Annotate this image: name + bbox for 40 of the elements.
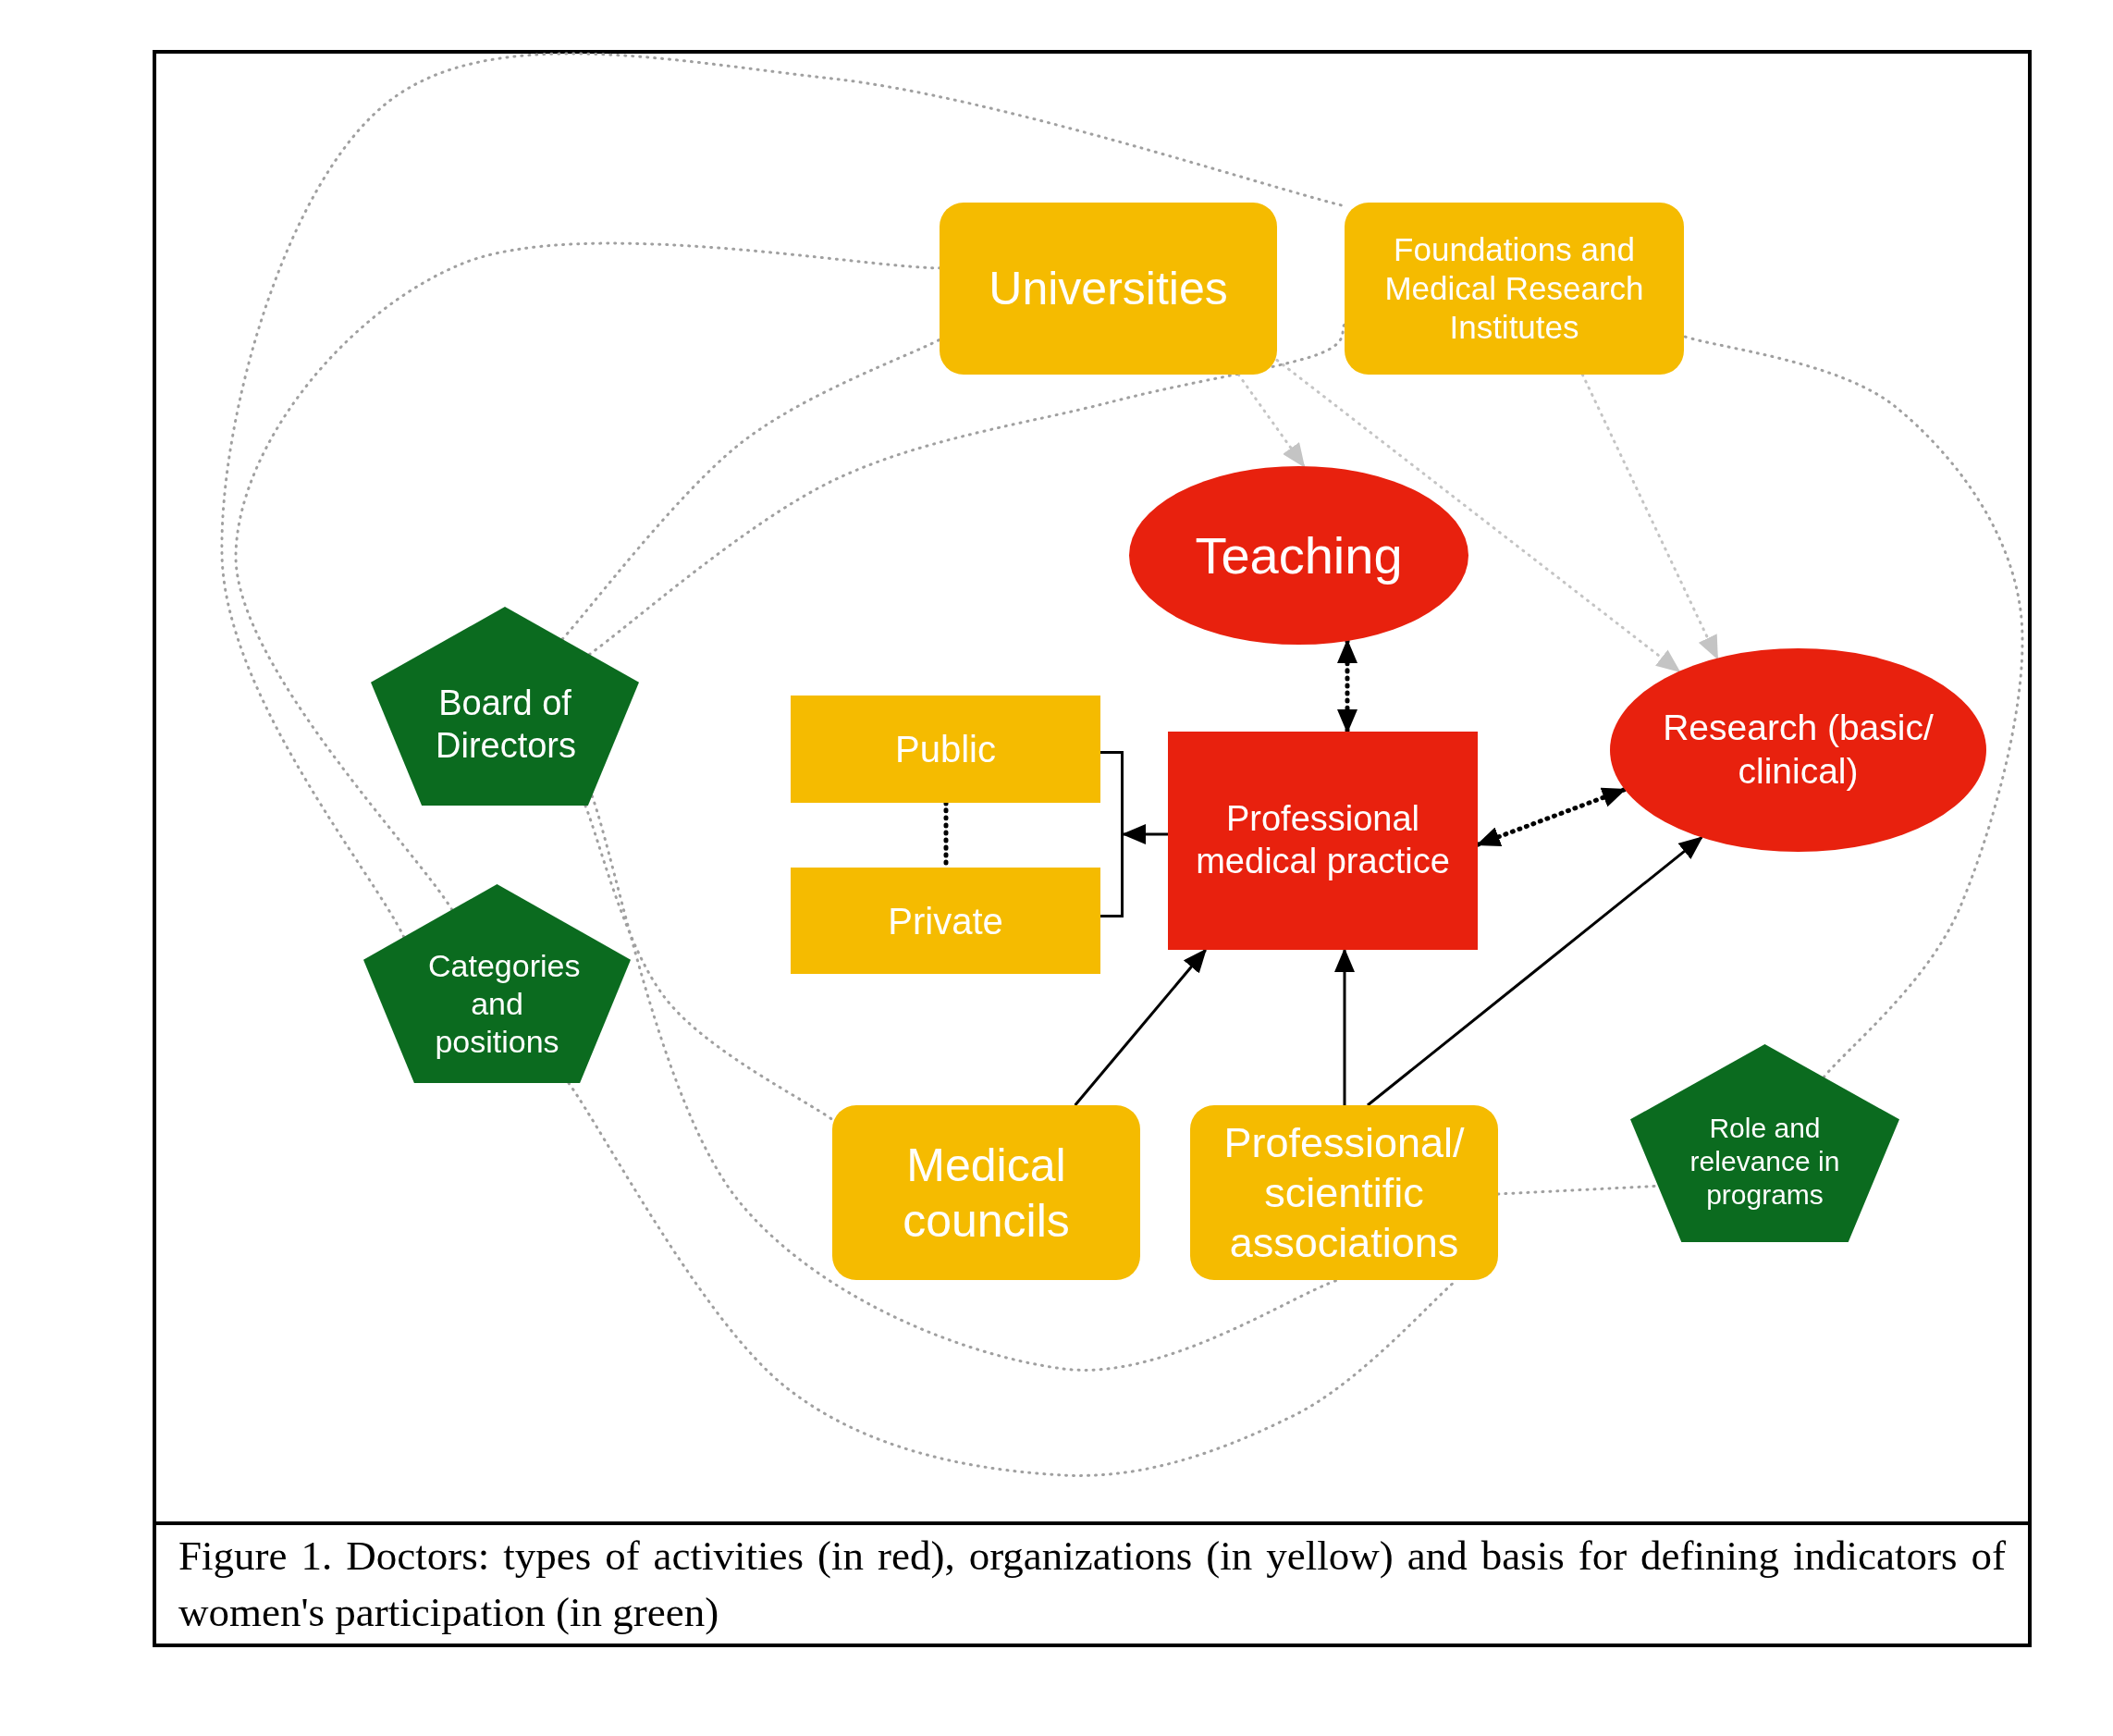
arrow — [1367, 836, 1703, 1107]
dotted-curve — [560, 338, 941, 641]
node-label: Medical councils — [902, 1138, 1071, 1249]
caption: Figure 1. Doctors: types of activities (in red), organizations (in yellow) and basis for defining indicators of women's participation (in green) — [178, 1532, 2006, 1637]
organization-box — [791, 696, 1100, 803]
node-label: Universities — [988, 262, 1229, 316]
indicator-pentagon — [363, 884, 631, 1083]
arrow — [1074, 948, 1207, 1106]
dotted-curve — [584, 804, 834, 1121]
node-label: Teaching — [1194, 524, 1404, 586]
arrow — [1580, 373, 1719, 660]
node-label: Role and relevance in programs — [1689, 1112, 1841, 1212]
arrow — [1334, 948, 1355, 1105]
node-label: Categories and positions — [427, 947, 582, 1061]
dotted-curve — [590, 794, 1340, 1372]
organization-box — [832, 1105, 1140, 1280]
activity-ellipse — [1610, 648, 1986, 852]
indicator-pentagon — [1630, 1044, 1899, 1242]
node-label: Foundations and Medical Research Institutes — [1383, 230, 1645, 347]
bracket — [1100, 751, 1124, 917]
arrow — [1236, 373, 1306, 468]
dotted-curve — [1682, 335, 2024, 1079]
activity-ellipse — [1129, 466, 1468, 645]
organization-box — [1168, 732, 1478, 950]
organization-box — [1345, 203, 1684, 375]
organization-box — [791, 868, 1100, 974]
arrow — [1337, 638, 1357, 734]
dotted-curve — [587, 323, 1346, 657]
node-label: Public — [895, 728, 996, 771]
node-label: Private — [888, 899, 1003, 943]
arrow — [1122, 824, 1168, 844]
dotted-curve — [234, 241, 941, 912]
organization-box — [940, 203, 1277, 375]
indicator-pentagon — [371, 607, 639, 806]
node-label: Board of Directors — [435, 682, 578, 767]
organization-box — [1190, 1105, 1498, 1280]
node-label: Research (basic/ clinical) — [1662, 707, 1935, 793]
node-label: Professional/ scientific associations — [1222, 1117, 1466, 1268]
node-label: Professional medical practice — [1195, 798, 1451, 882]
arrow — [1275, 358, 1681, 673]
